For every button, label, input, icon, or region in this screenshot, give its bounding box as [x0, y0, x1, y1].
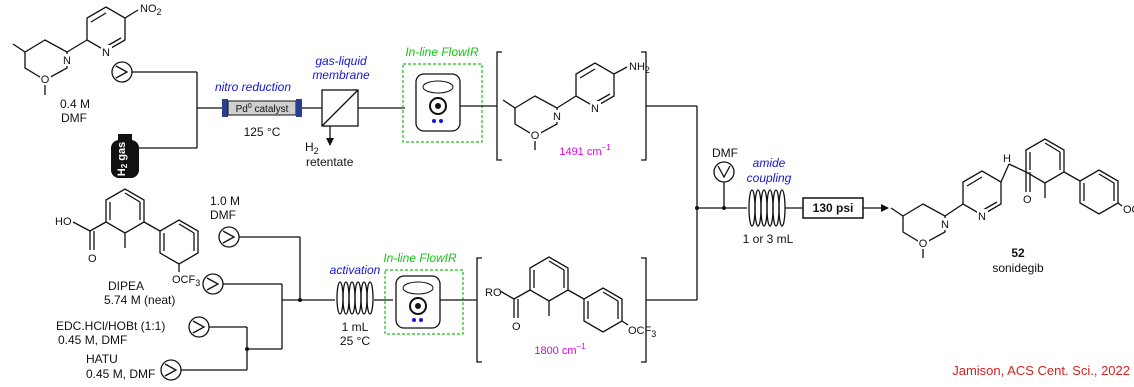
catalyst-cartridge: Pd0 catalyst	[222, 99, 302, 117]
atom-o: O	[1023, 194, 1032, 206]
bpr-pressure-label: 130 psi	[813, 201, 854, 215]
ocf3-label: OCF3	[1123, 204, 1134, 218]
alt-agent-conc: 0.45 M, DMF	[86, 367, 155, 381]
coupling-label-line1: amide	[753, 156, 786, 170]
atom-o: O	[512, 321, 521, 333]
atom-n: N	[591, 103, 599, 115]
pump-icon	[160, 359, 182, 381]
acid-conc: 1.0 M	[210, 194, 240, 208]
ir-value-bottom: 1800 cm−1	[534, 342, 586, 357]
membrane-separator-icon	[321, 89, 359, 127]
nitro-reagent-structure: O N N NO2	[12, 3, 162, 95]
flowir-label-bottom: In-line FlowIR	[383, 251, 457, 265]
citation: Jamison, ACS Cent. Sci., 2022	[952, 363, 1130, 378]
ocf3-label: OCF3	[172, 274, 200, 288]
compound-number: 52	[1011, 246, 1025, 260]
pump-icon	[111, 61, 133, 83]
coil-volume: 1 mL	[342, 320, 369, 334]
activated-ester-intermediate: RO O OCF3	[485, 256, 656, 339]
flowir-cell-icon	[384, 269, 464, 335]
atom-n: N	[102, 47, 110, 59]
compound-name: sonidegib	[992, 261, 1044, 275]
flowir-label-top: In-line FlowIR	[405, 45, 479, 59]
atom-o: O	[88, 253, 97, 265]
ocf3-label: OCF3	[628, 325, 656, 339]
catalyst-label: Pd0 catalyst	[236, 103, 289, 115]
reduction-temperature: 125 °C	[244, 125, 281, 139]
step-label-nitro-reduction: nitro reduction	[215, 80, 291, 94]
atom-n: N	[553, 111, 561, 123]
base-name: DIPEA	[108, 279, 144, 293]
coupling-coil-icon	[748, 189, 786, 227]
ester-group-label: RO	[485, 287, 502, 299]
coil-temperature: 25 °C	[340, 334, 370, 348]
activation-coil-icon	[336, 281, 374, 315]
alt-agent-name: HATU	[86, 352, 118, 366]
ir-value-top: 1491 cm−1	[559, 143, 611, 158]
pump-icon	[188, 316, 210, 338]
retentate-h2: H2	[305, 140, 319, 156]
atom-n: N	[63, 55, 71, 67]
sonidegib-structure: O N N H O OCF3	[890, 138, 1134, 258]
coupling-agent-name: EDC.HCl/HOBt (1:1)	[56, 319, 165, 333]
pump-icon	[218, 226, 240, 248]
flowir-cell-icon	[402, 63, 483, 143]
nitro-reagent-solvent: DMF	[61, 111, 87, 125]
coupling-coil-volume: 1 or 3 mL	[743, 232, 794, 246]
coupling-label-line2: coupling	[747, 171, 792, 185]
biaryl-acid-structure: HO O OCF3	[55, 188, 200, 288]
base-conc: 5.74 M (neat)	[104, 293, 175, 307]
nitro-group-label: NO2	[140, 3, 162, 17]
amide-nh-label: H	[1003, 153, 1011, 165]
atom-o: O	[41, 74, 50, 86]
pump-icon	[713, 161, 735, 183]
membrane-label-line2: membrane	[312, 68, 370, 82]
atom-o: O	[531, 130, 540, 142]
nitro-reagent-conc: 0.4 M	[60, 97, 90, 111]
acid-solvent: DMF	[210, 208, 236, 222]
gas-cylinder-label: H2 gas	[116, 142, 129, 176]
gas-cylinder-icon: H2 gas	[111, 134, 139, 178]
atom-n: N	[978, 211, 986, 223]
aminopyridine-intermediate: O N N NH2	[502, 61, 650, 150]
pump-icon	[202, 273, 224, 295]
coupling-agent-conc: 0.45 M, DMF	[58, 333, 127, 347]
atom-n: N	[941, 219, 949, 231]
step-label-activation: activation	[330, 263, 381, 277]
atom-o: O	[919, 238, 928, 250]
acid-group-label: HO	[55, 216, 72, 228]
membrane-label-line1: gas-liquid	[315, 54, 367, 68]
retentate-label: retentate	[306, 155, 354, 169]
amine-group-label: NH2	[629, 61, 650, 75]
dmf-feed-label: DMF	[712, 146, 738, 160]
